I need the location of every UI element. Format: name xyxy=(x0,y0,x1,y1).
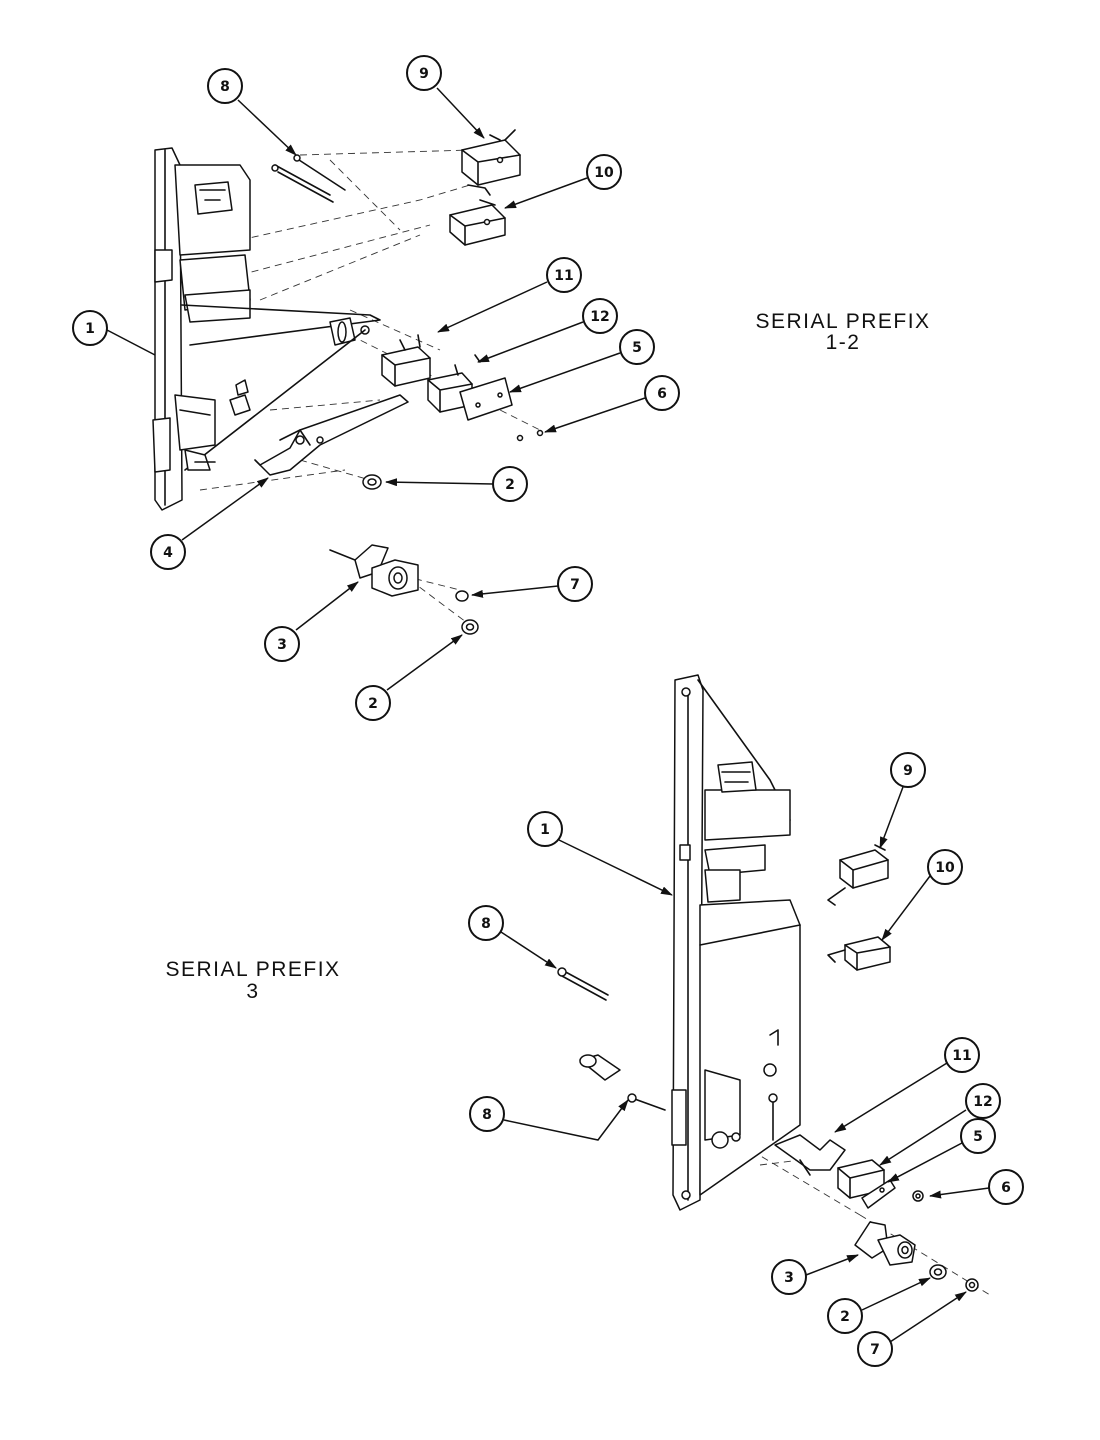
lower-pin xyxy=(579,1054,621,1081)
upper-clip-2b xyxy=(461,619,479,635)
callout-upper-12: 12 xyxy=(582,298,618,334)
upper-switch-10 xyxy=(449,199,506,246)
svg-text:5: 5 xyxy=(973,1129,983,1145)
upper-switch-9 xyxy=(461,129,521,196)
lower-screw-8b xyxy=(627,1093,666,1111)
callout-upper-9: 9 xyxy=(406,55,442,91)
callout-lower-1: 1 xyxy=(527,811,563,847)
upper-cam-3 xyxy=(329,544,419,597)
svg-text:6: 6 xyxy=(1001,1180,1011,1196)
upper-bracket-plate xyxy=(152,147,381,511)
svg-text:SERIAL PREFIX: SERIAL PREFIX xyxy=(165,958,340,981)
callout-upper-6: 6 xyxy=(644,375,680,411)
callout-upper-2: 2 xyxy=(492,466,528,502)
lower-nut-6 xyxy=(912,1190,924,1202)
callout-lower-10: 10 xyxy=(927,849,963,885)
callout-lower-5: 5 xyxy=(960,1118,996,1154)
lower-switch-9 xyxy=(827,844,889,906)
svg-text:2: 2 xyxy=(505,477,515,493)
callout-upper-10: 10 xyxy=(586,154,622,190)
upper-serial-label: SERIAL PREFIX 1-2 xyxy=(755,310,930,354)
callout-upper-1: 1 xyxy=(72,310,108,346)
svg-text:9: 9 xyxy=(903,763,913,779)
svg-text:9: 9 xyxy=(419,66,429,82)
svg-text:7: 7 xyxy=(870,1342,880,1358)
callout-lower-8a: 8 xyxy=(468,905,504,941)
callout-lower-8b: 8 xyxy=(469,1096,505,1132)
svg-text:11: 11 xyxy=(952,1048,971,1064)
svg-text:3: 3 xyxy=(277,637,287,653)
svg-text:SERIAL PREFIX: SERIAL PREFIX xyxy=(755,310,930,333)
lower-screw-8a xyxy=(557,967,609,1001)
svg-text:1: 1 xyxy=(85,321,95,337)
lower-plate-5 xyxy=(861,1179,896,1209)
svg-text:2: 2 xyxy=(368,696,378,712)
upper-assembly xyxy=(152,129,544,635)
svg-text:12: 12 xyxy=(590,309,609,325)
upper-plate-5 xyxy=(459,377,513,421)
callout-lower-7: 7 xyxy=(857,1331,893,1367)
lower-nut-7 xyxy=(965,1278,979,1292)
callout-upper-5: 5 xyxy=(619,329,655,365)
svg-text:10: 10 xyxy=(594,165,614,181)
svg-text:8: 8 xyxy=(220,79,230,95)
svg-text:8: 8 xyxy=(482,1107,492,1123)
svg-text:3: 3 xyxy=(784,1270,794,1286)
callout-upper-4: 4 xyxy=(150,534,186,570)
upper-lever-4 xyxy=(254,394,409,476)
lower-switch-10 xyxy=(827,936,891,971)
callout-lower-2: 2 xyxy=(827,1298,863,1334)
svg-text:12: 12 xyxy=(973,1094,992,1110)
lower-clip-2 xyxy=(929,1264,947,1280)
svg-text:7: 7 xyxy=(570,577,580,593)
lower-bracket-plate xyxy=(671,674,801,1211)
callout-upper-7: 7 xyxy=(557,566,593,602)
callout-upper-11: 11 xyxy=(546,257,582,293)
svg-text:3: 3 xyxy=(246,980,259,1003)
callout-upper-2b: 2 xyxy=(355,685,391,721)
svg-text:4: 4 xyxy=(163,545,173,561)
leader-lines xyxy=(106,87,990,1343)
svg-text:5: 5 xyxy=(632,340,642,356)
svg-text:2: 2 xyxy=(840,1309,850,1325)
callout-lower-11: 11 xyxy=(944,1037,980,1073)
lower-serial-label: SERIAL PREFIX 3 xyxy=(165,958,340,1003)
upper-pins xyxy=(184,379,251,471)
callout-lower-6: 6 xyxy=(988,1169,1024,1205)
upper-nuts-6 xyxy=(516,429,544,442)
svg-text:10: 10 xyxy=(935,860,955,876)
callout-lower-12: 12 xyxy=(965,1083,1001,1119)
upper-screws xyxy=(271,154,346,203)
upper-nut-7 xyxy=(455,590,469,602)
callout-lower-9: 9 xyxy=(890,752,926,788)
svg-text:11: 11 xyxy=(554,268,573,284)
lower-switch-11 xyxy=(774,1134,846,1176)
callout-lower-3: 3 xyxy=(771,1259,807,1295)
upper-clip-2 xyxy=(362,474,382,490)
svg-text:1: 1 xyxy=(540,822,550,838)
svg-text:1-2: 1-2 xyxy=(826,331,861,354)
svg-text:8: 8 xyxy=(481,916,491,932)
upper-switch-11 xyxy=(381,334,431,387)
lower-cam-3 xyxy=(854,1221,916,1266)
callout-upper-3: 3 xyxy=(264,626,300,662)
upper-dashed-lines xyxy=(199,149,541,626)
svg-text:6: 6 xyxy=(657,386,667,402)
lower-assembly xyxy=(557,674,991,1296)
callout-upper-8: 8 xyxy=(207,68,243,104)
